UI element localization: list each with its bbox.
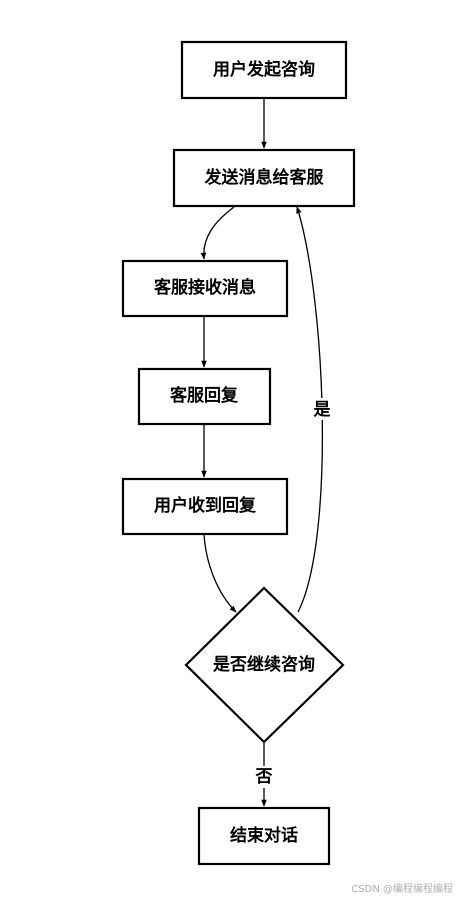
node-receive: 客服接收消息 [121,259,289,318]
node-reply-label: 客服回复 [169,385,239,406]
edge-user-receive-to-decision [203,533,237,613]
watermark: CSDN @编程编程编程 [351,884,453,895]
node-send-label: 发送消息给客服 [204,167,325,188]
node-reply: 客服回复 [137,367,272,426]
node-decision-label: 是否继续咨询 [213,654,315,675]
edge-label-yes: 是 [314,400,331,420]
node-start-label: 用户发起咨询 [213,59,315,80]
edge-send-to-receive [200,206,235,260]
edge-label-no: 否 [255,767,273,787]
node-user-receive-label: 用户收到回复 [154,495,257,516]
no-label-bg [254,766,274,788]
node-user-receive: 用户收到回复 [121,477,289,536]
node-end-label: 结束对话 [230,825,298,846]
node-receive-label: 客服接收消息 [153,277,256,298]
yes-label-bg [312,398,332,420]
node-start: 用户发起咨询 [180,40,348,100]
node-end: 结束对话 [197,806,331,866]
node-decision: 是否继续咨询 [184,586,345,744]
node-send: 发送消息给客服 [172,148,356,208]
